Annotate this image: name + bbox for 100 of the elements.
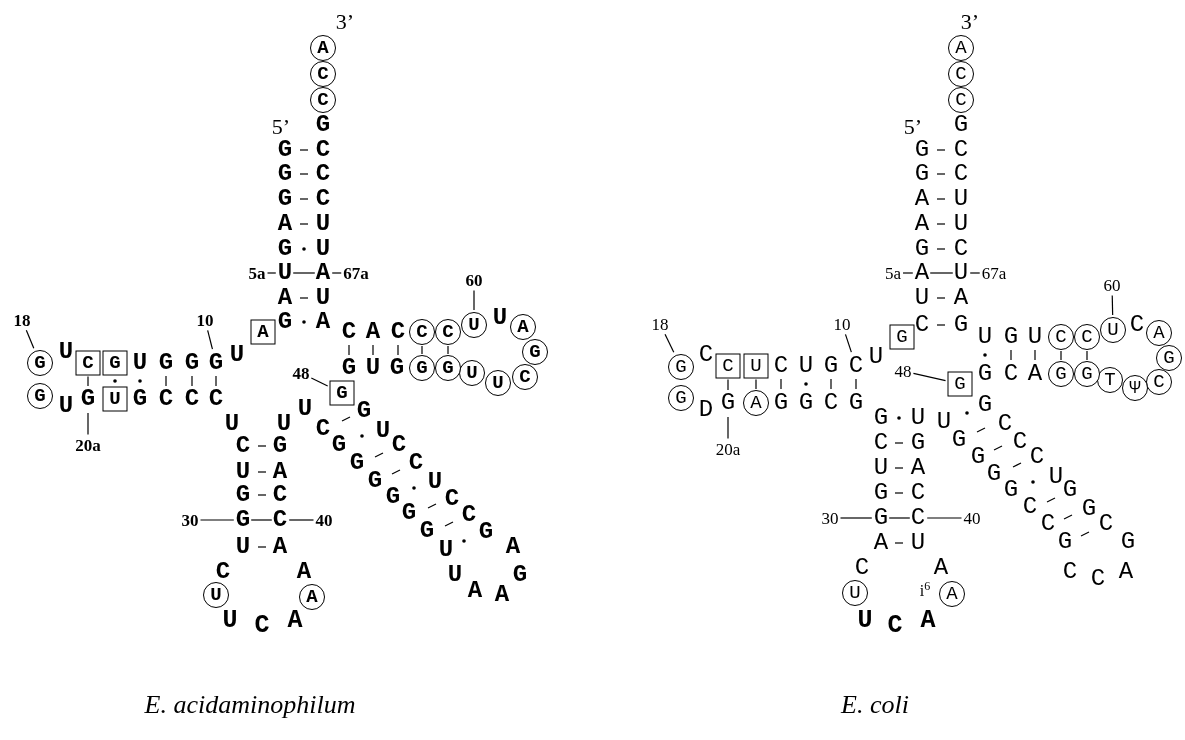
nucleotide-letter: U (438, 538, 454, 562)
nucleotide-letter: G (910, 431, 926, 455)
nucleotide-letter: C (1003, 362, 1019, 386)
nucleotide-letter: G (331, 433, 347, 457)
nucleotide-letter: U (132, 351, 148, 375)
circled-nucleotide: Ψ (1122, 375, 1148, 401)
circled-nucleotide: G (27, 350, 53, 376)
nucleotide-letter: G (1062, 478, 1078, 502)
nucleotide-letter: A (296, 560, 312, 584)
nucleotide-letter: C (461, 503, 477, 527)
nucleotide-letter: G (914, 237, 930, 261)
nucleotide-letter: A (933, 556, 949, 580)
circled-nucleotide: U (1100, 317, 1126, 343)
nucleotide-letter: G (1081, 497, 1097, 521)
nucleotide-letter: C (823, 391, 839, 415)
strand-end-label: 5’ (903, 116, 923, 138)
nucleotide-letter: U (492, 306, 508, 330)
nucleotide-letter: C (208, 387, 224, 411)
nucleotide-letter: C (315, 162, 331, 186)
nucleotide-letter: U (229, 343, 245, 367)
circled-nucleotide: C (948, 61, 974, 87)
nucleotide-letter: C (873, 431, 889, 455)
base-pair-line (1086, 350, 1088, 361)
nucleotide-letter: C (1090, 567, 1106, 591)
leader-line (839, 517, 873, 519)
nucleotide-letter: U (868, 345, 884, 369)
nucleotide-letter: U (910, 406, 926, 430)
nucleotide-letter: G (272, 434, 288, 458)
nucleotide-letter: G (1003, 325, 1019, 349)
nucleotide-letter: U (315, 212, 331, 236)
strand-end-label: 5’ (271, 116, 291, 138)
circled-nucleotide: A (743, 390, 769, 416)
nucleotide-letter: A (953, 286, 969, 310)
boxed-nucleotide: U (102, 386, 128, 412)
circled-nucleotide: U (485, 370, 511, 396)
nucleotide-letter: C (953, 237, 969, 261)
leader-line (902, 272, 914, 274)
nucleotide-letter: G (277, 237, 293, 261)
nucleotide-letter: C (914, 313, 930, 337)
nucleotide-letter: C (1040, 512, 1056, 536)
nucleotide-letter: G (1120, 530, 1136, 554)
nucleotide-letter: C (444, 487, 460, 511)
nucleotide-letter: G (848, 391, 864, 415)
nucleotide-letter: G (401, 501, 417, 525)
nucleotide-letter: C (215, 560, 231, 584)
circled-nucleotide: A (510, 314, 536, 340)
nucleotide-letter: G (512, 563, 528, 587)
species-caption: E. acidaminophilum (144, 692, 356, 718)
nucleotide-letter: C (315, 417, 331, 441)
nucleotide-letter: A (277, 286, 293, 310)
nucleotide-letter: U (798, 354, 814, 378)
circled-nucleotide: C (948, 87, 974, 113)
anticodon-letter: C (887, 612, 903, 638)
nucleotide-letter: U (427, 470, 443, 494)
nucleotide-letter: G (798, 391, 814, 415)
leader-line (926, 517, 963, 519)
circled-nucleotide: G (27, 383, 53, 409)
base-pair-line (250, 519, 273, 521)
nucleotide-letter: D (698, 398, 714, 422)
circled-nucleotide: U (203, 582, 229, 608)
nucleotide-letter: C (1129, 313, 1145, 337)
nucleotide-letter: G (419, 519, 435, 543)
leader-line (288, 519, 315, 521)
nucleotide-letter: G (970, 445, 986, 469)
base-pair-line (929, 272, 954, 274)
nucleotide-letter: C (1022, 495, 1038, 519)
nucleotide-letter: G (914, 138, 930, 162)
nucleotide-letter: G (953, 313, 969, 337)
circled-nucleotide: C (409, 319, 435, 345)
circled-nucleotide: C (1074, 324, 1100, 350)
leader-line (844, 333, 852, 353)
nucleotide-letter: C (272, 483, 288, 507)
circled-nucleotide: A (299, 584, 325, 610)
circled-nucleotide: C (310, 61, 336, 87)
nucleotide-letter: G (235, 483, 251, 507)
nucleotide-letter: C (773, 354, 789, 378)
modification-label: i$^{6}$ (919, 583, 931, 599)
leader-line (310, 377, 329, 387)
nucleotide-letter: U (953, 212, 969, 236)
nucleotide-letter: U (936, 410, 952, 434)
circled-nucleotide: G (1048, 361, 1074, 387)
nucleotide-letter: C (854, 556, 870, 580)
leader-line (727, 416, 729, 440)
nucleotide-letter: G (277, 138, 293, 162)
nucleotide-letter: C (953, 138, 969, 162)
nucleotide-letter: G (977, 362, 993, 386)
circled-nucleotide: A (948, 35, 974, 61)
nucleotide-letter: G (1057, 530, 1073, 554)
nucleotide-letter: U (1027, 325, 1043, 349)
circled-nucleotide: G (409, 355, 435, 381)
nucleotide-letter: C (158, 387, 174, 411)
strand-end-label: 3’ (960, 11, 980, 33)
nucleotide-letter: A (365, 320, 381, 344)
circled-nucleotide: T (1097, 367, 1123, 393)
nucleotide-letter: G (158, 351, 174, 375)
leader-line (664, 333, 675, 353)
nucleotide-letter: U (297, 397, 313, 421)
boxed-nucleotide: G (329, 380, 355, 406)
nucleotide-letter: U (873, 456, 889, 480)
nucleotide-letter: G (132, 387, 148, 411)
